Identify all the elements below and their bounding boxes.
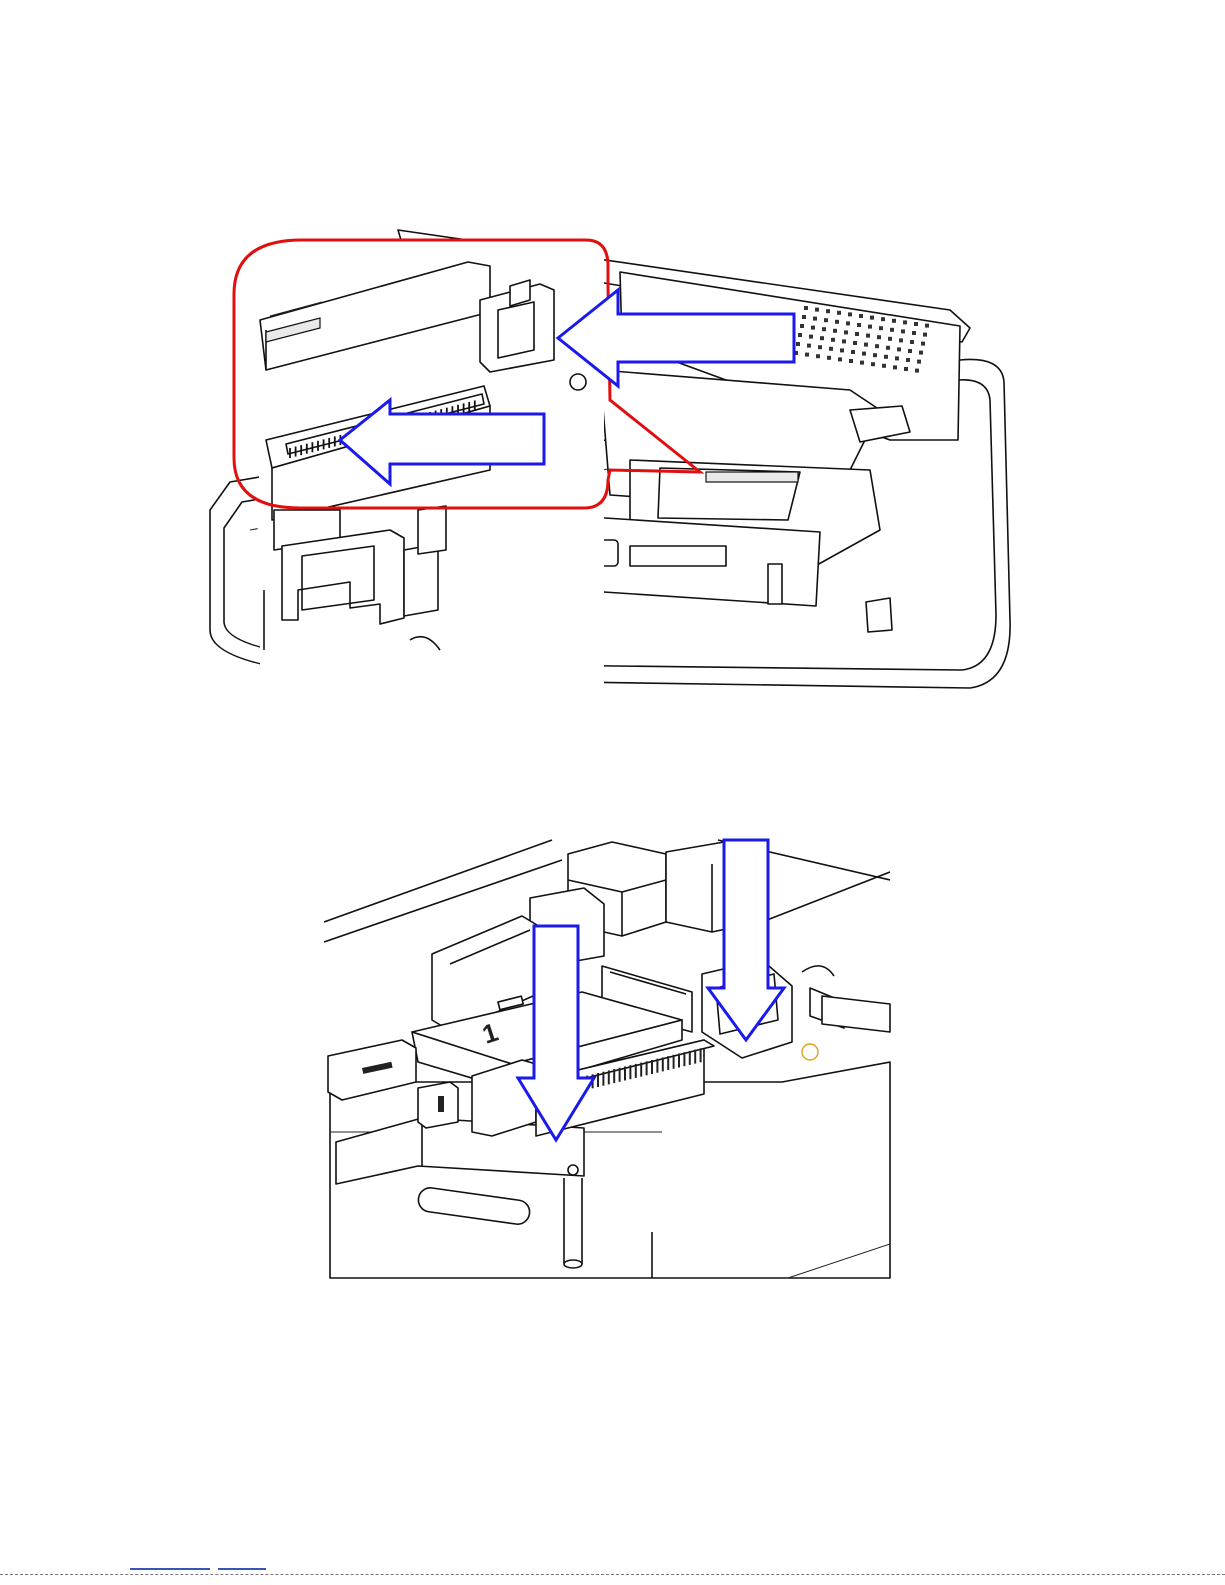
vent-hole xyxy=(833,329,837,333)
vent-hole xyxy=(811,326,815,330)
vent-hole xyxy=(919,351,923,355)
vent-hole xyxy=(892,319,896,323)
vent-hole xyxy=(877,335,881,339)
vent-hole xyxy=(862,352,866,356)
vent-hole xyxy=(826,309,830,313)
vent-hole xyxy=(827,356,831,360)
vent-hole xyxy=(886,346,890,350)
vent-hole xyxy=(875,344,879,348)
figure-bottom-drawing: 1 xyxy=(322,832,894,1282)
vent-hole xyxy=(914,322,918,326)
vent-hole xyxy=(859,314,863,318)
vent-hole xyxy=(881,317,885,321)
vent-hole xyxy=(835,320,839,324)
vent-hole xyxy=(805,353,809,357)
vent-hole xyxy=(824,318,828,322)
vent-hole xyxy=(864,343,868,347)
vent-hole xyxy=(912,331,916,335)
figure-top-panel-assembly xyxy=(190,210,1020,700)
vent-hole xyxy=(822,327,826,331)
vent-hole xyxy=(796,342,800,346)
vent-hole xyxy=(901,329,905,333)
vent-hole xyxy=(820,336,824,340)
vent-hole xyxy=(908,349,912,353)
vent-hole xyxy=(884,355,888,359)
vent-hole xyxy=(818,345,822,349)
vent-hole xyxy=(829,347,833,351)
vent-hole xyxy=(815,308,819,312)
vent-hole xyxy=(807,344,811,348)
vent-hole xyxy=(838,357,842,361)
vent-hole xyxy=(897,347,901,351)
vent-hole xyxy=(849,359,853,363)
vent-hole xyxy=(871,362,875,366)
vent-hole xyxy=(888,337,892,341)
vent-hole xyxy=(846,321,850,325)
vent-hole xyxy=(837,311,841,315)
footer-rule xyxy=(0,1574,1225,1575)
vent-hole xyxy=(857,323,861,327)
vent-hole xyxy=(868,325,872,329)
vent-hole xyxy=(813,317,817,321)
vent-hole xyxy=(816,354,820,358)
vent-hole xyxy=(848,312,852,316)
vent-hole xyxy=(879,326,883,330)
vent-hole xyxy=(802,315,806,319)
vent-hole xyxy=(903,320,907,324)
figure-top-drawing xyxy=(190,210,1020,700)
vent-hole xyxy=(895,356,899,360)
vent-hole xyxy=(910,340,914,344)
vent-hole xyxy=(831,338,835,342)
vent-hole xyxy=(921,342,925,346)
vent-hole xyxy=(800,324,804,328)
callout-magnified-view xyxy=(258,240,605,700)
vent-hole xyxy=(870,316,874,320)
footnote-separator-left xyxy=(130,1568,210,1570)
vent-hole xyxy=(873,353,877,357)
vent-hole xyxy=(809,335,813,339)
vent-hole xyxy=(853,341,857,345)
vent-hole xyxy=(917,360,921,364)
vent-hole xyxy=(844,330,848,334)
vent-hole xyxy=(866,334,870,338)
vent-hole xyxy=(915,369,919,373)
vent-hole xyxy=(925,324,929,328)
vent-hole xyxy=(804,306,808,310)
figure-bottom-connector-detail: 1 xyxy=(322,832,894,1282)
vent-hole xyxy=(882,364,886,368)
vent-hole xyxy=(851,350,855,354)
vent-hole xyxy=(798,333,802,337)
vent-hole xyxy=(840,348,844,352)
vent-hole xyxy=(899,338,903,342)
vent-hole xyxy=(890,328,894,332)
vent-hole xyxy=(904,367,908,371)
footnote-separator-right xyxy=(218,1568,266,1570)
vent-hole xyxy=(893,365,897,369)
vent-hole xyxy=(923,333,927,337)
vent-hole xyxy=(842,339,846,343)
vent-hole xyxy=(855,332,859,336)
vent-hole xyxy=(906,358,910,362)
vent-hole xyxy=(860,361,864,365)
